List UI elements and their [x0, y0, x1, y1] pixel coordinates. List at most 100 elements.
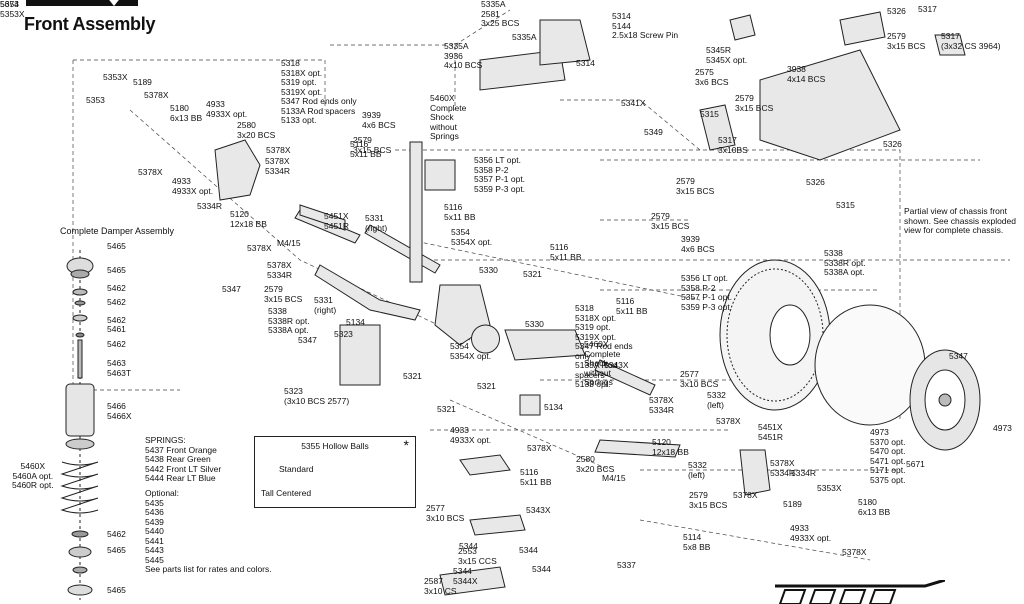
optional-item: 5441: [145, 535, 164, 546]
part-callout: 5378X: [716, 416, 741, 426]
part-callout: 5378X 5334R: [770, 458, 796, 478]
part-callout: 5189: [783, 499, 802, 509]
part-callout: 5331 (right): [365, 213, 388, 233]
optional-parts-list: Optional: 5435 5436 5439 5440 5441 5443 …: [145, 488, 272, 575]
optional-item: 5435: [145, 497, 164, 508]
part-callout: 5356 LT opt. 5358 P-2 5357 P-1 opt. 5359…: [474, 155, 526, 194]
part-callout: 5347: [222, 284, 241, 294]
part-callout: 5120 12x18 BB: [652, 437, 689, 457]
part-callout: 5326: [883, 139, 902, 149]
part-callout: 5314: [576, 58, 595, 68]
damper-assembly-title: Complete Damper Assembly: [60, 226, 175, 236]
part-callout: 2575 3x6 BCS: [695, 67, 729, 87]
part-callout: 5343X: [604, 360, 629, 370]
part-callout: 5378X: [733, 490, 758, 500]
part-callout: 4933 4933X opt.: [172, 176, 214, 196]
hollow-balls-box: 5355 Hollow Balls * Standard Tall Center…: [254, 436, 416, 508]
part-callout: 3939 4x6 BCS: [362, 110, 396, 130]
part-callout: 5120 12x18 BB: [230, 209, 267, 229]
part-callout: 5134: [346, 317, 365, 327]
optional-item: 5436: [145, 507, 164, 517]
part-callout: 5460X Complete Shock without Springs: [584, 339, 621, 387]
part-callout: 5378X 5334R: [265, 156, 291, 176]
damper-part-label: 5463T: [107, 368, 132, 378]
part-callout: 5347: [298, 335, 317, 345]
optional-item: 5445: [145, 554, 164, 565]
part-callout: 5331 (right): [314, 295, 337, 315]
part-callout: 5189: [133, 77, 152, 87]
damper-part-label: 5462: [107, 283, 126, 293]
part-callout: 5451X 5451R: [758, 422, 784, 442]
damper-part-label: 5463: [107, 358, 126, 368]
part-callout: 5114 5x8 BB: [683, 532, 711, 552]
part-callout: 5116 5x11 BB: [444, 202, 476, 222]
part-callout: 2579 3x15 BCS: [676, 176, 715, 196]
part-callout: 5318 5318X opt. 5319 opt. 5319X opt. 534…: [281, 58, 357, 125]
part-callout: 4933 4933X opt.: [450, 425, 492, 445]
springs-list: SPRINGS: 5437 Front Orange 5438 Rear Gre…: [145, 435, 221, 484]
part-callout: 5353: [86, 95, 105, 105]
part-callout: 2579 3x15 BCS: [887, 31, 926, 51]
part-callout: M4/15: [277, 238, 301, 248]
part-callout: 5335A 2581 3x25 BCS: [481, 0, 520, 28]
part-callout: 4933 4933X opt.: [790, 523, 832, 543]
part-callout: 5330: [479, 265, 498, 275]
part-callout: 2579 3x15 BCS: [264, 284, 303, 304]
part-callout: 5116 5x11 BB: [616, 296, 648, 316]
part-callout: 5321: [523, 269, 542, 279]
part-callout: 5344 5344X: [453, 566, 478, 586]
part-callout: 5378X: [266, 145, 291, 155]
springs-item: 5437 Front Orange: [145, 444, 217, 455]
part-callout: 5338 5338R opt. 5338A opt.: [824, 248, 866, 277]
part-callout: 5315: [836, 200, 855, 210]
part-callout: 5338 5338R opt. 5338A opt.: [268, 306, 310, 335]
part-callout: 4933 4933X opt.: [206, 99, 248, 119]
part-callout: 5347: [949, 351, 968, 361]
part-callout: 5317: [918, 4, 937, 14]
part-callout: 5353X: [103, 72, 128, 82]
part-callout: 5354 5354X opt.: [451, 227, 493, 247]
optional-item: 5439: [145, 516, 164, 527]
optional-item: 5443: [145, 545, 164, 555]
part-callout: 5344: [519, 545, 538, 555]
damper-part-label: 5465: [107, 241, 126, 251]
part-callout: 5341X: [621, 98, 646, 108]
wheel-and-tire: [719, 259, 981, 451]
part-callout: 5378X: [247, 243, 272, 253]
damper-part-label: 5461: [107, 324, 126, 334]
part-callout: 5323 (3x10 BCS 2577): [284, 386, 350, 406]
part-callout: 5345R 5345X opt.: [706, 45, 748, 65]
part-callout: 2577 3x10 BCS: [680, 369, 719, 389]
damper-side-label: 5460X 5460A opt. 5460R opt.: [12, 461, 54, 490]
part-callout: 2587 3x10 CS: [424, 576, 457, 596]
part-callout: 5335A: [512, 32, 537, 42]
part-callout: 5180 6x13 BB: [170, 103, 203, 123]
part-callout: 5344: [459, 541, 478, 551]
parts-silhouettes: [214, 11, 966, 596]
damper-part-label: 5465: [107, 265, 126, 275]
part-callout: 5378X: [527, 443, 552, 453]
part-callout: 5321: [403, 371, 422, 381]
part-callout: 3939 4x6 BCS: [681, 234, 715, 254]
damper-part-label: 5466X: [107, 411, 132, 421]
part-callout: 5344: [532, 564, 551, 574]
part-callout: 5378X: [138, 167, 163, 177]
part-callout: 5318 5318X opt. 5319 opt. 5319X opt. 534…: [575, 303, 633, 389]
part-callout: M4/15: [602, 473, 626, 483]
part-callout: 5378X 5334R: [267, 260, 293, 280]
damper-part-label: 5465: [107, 545, 126, 555]
brand-logo-top: [26, 0, 138, 6]
part-callout: 2579 3x15 BCS: [651, 211, 690, 231]
brand-logo-bottom: [775, 580, 945, 604]
part-callout: 4973: [993, 423, 1012, 433]
part-callout: 2579 3x15 BCS: [353, 135, 392, 155]
damper-part-label: 5466: [107, 401, 126, 411]
part-callout: 2579 3x15 BCS: [735, 93, 774, 113]
part-callout: 5332 (left): [688, 460, 707, 480]
part-callout: 5326: [806, 177, 825, 187]
part-callout: 5116 5x11 BB: [550, 242, 582, 262]
star-icon: *: [403, 437, 409, 453]
part-callout: 5116 5x11 BB: [520, 467, 552, 487]
part-callout: 5323: [334, 329, 353, 339]
part-callout: 5321: [437, 404, 456, 414]
